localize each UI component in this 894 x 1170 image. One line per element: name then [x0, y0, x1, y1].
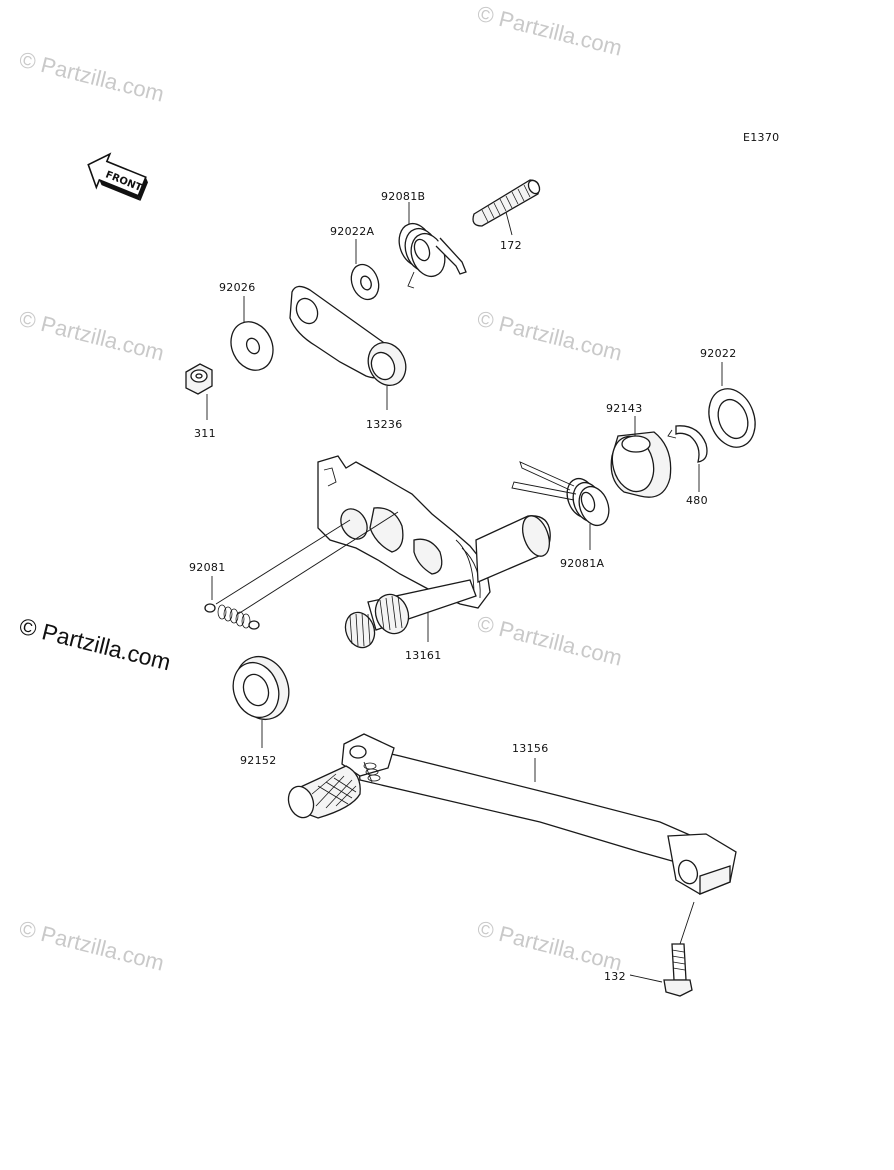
label-311: 311 [194, 427, 216, 440]
label-92022: 92022 [700, 347, 737, 360]
label-92143: 92143 [606, 402, 643, 415]
watermark-text: © Partzilla.com [17, 47, 167, 107]
collar-92143 [610, 431, 672, 498]
label-132: 132 [604, 970, 626, 983]
label-92081B: 92081B [381, 190, 425, 203]
label-13161: 13161 [405, 649, 442, 662]
spring-92081 [204, 511, 399, 630]
label-480: 480 [686, 494, 708, 507]
label-92022A: 92022A [330, 225, 374, 238]
washer-92022A [350, 263, 380, 301]
pin-172 [472, 179, 541, 227]
washer-92026 [230, 321, 274, 371]
spring-92081A [511, 461, 610, 527]
watermark-text: © Partzilla.com [475, 1, 625, 61]
circlip-480 [667, 425, 708, 463]
shift-pedal-13156 [287, 733, 737, 895]
watermark-text-dark: © Partzilla.com [17, 613, 174, 676]
shift-shaft-13161 [317, 455, 551, 649]
lever-13236 [289, 285, 407, 386]
label-92081: 92081 [189, 561, 226, 574]
seal-92152 [232, 655, 290, 721]
watermark-text: © Partzilla.com [17, 916, 167, 976]
diagram-code: E1370 [743, 131, 779, 144]
label-92026: 92026 [219, 281, 256, 294]
label-92152: 92152 [240, 754, 277, 767]
front-arrow-icon: FRONT [87, 152, 148, 201]
label-172: 172 [500, 239, 522, 252]
watermark-text: © Partzilla.com [475, 916, 625, 976]
watermark-text: © Partzilla.com [17, 306, 167, 366]
nut-311 [185, 363, 213, 395]
bolt-132 [663, 943, 693, 997]
watermark-text: © Partzilla.com [475, 611, 625, 671]
label-92081A: 92081A [560, 557, 604, 570]
washer-92022 [708, 388, 756, 448]
label-13236: 13236 [366, 418, 403, 431]
spring-92081B [398, 222, 467, 289]
label-13156: 13156 [512, 742, 549, 755]
watermark-text: © Partzilla.com [475, 306, 625, 366]
